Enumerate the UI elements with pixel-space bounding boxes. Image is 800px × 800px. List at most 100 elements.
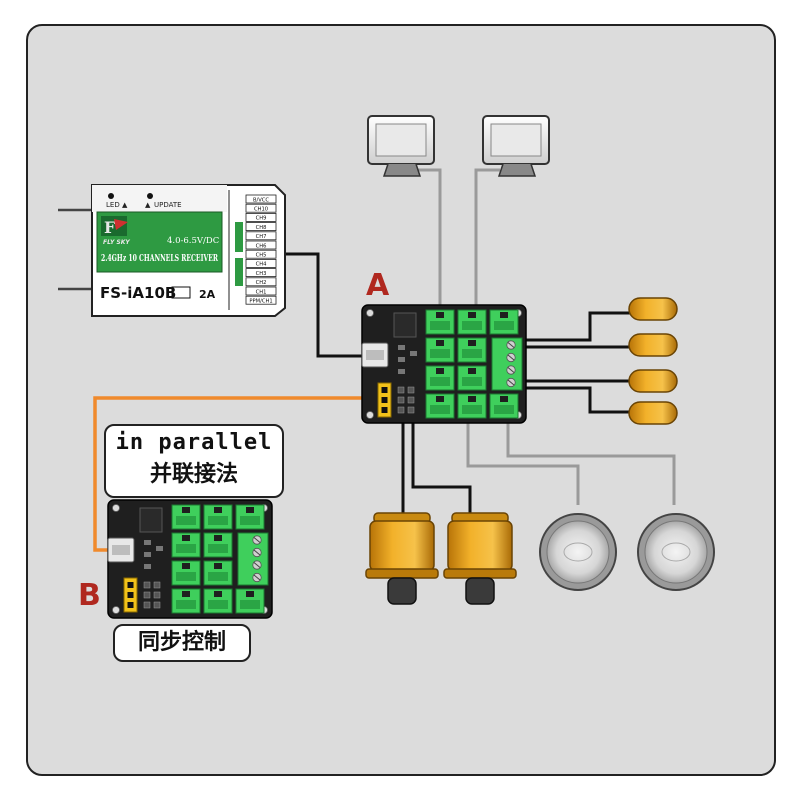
fog-light-2-lens: [644, 520, 708, 584]
receiver-port-slot: [245, 277, 277, 287]
board-b-pin: [153, 591, 161, 599]
board-a-connector-latch: [468, 340, 476, 346]
board-b-pin: [143, 601, 151, 609]
receiver-port-label: CH8: [256, 225, 267, 231]
certification-badge: [171, 286, 191, 299]
parallel-note-english: in parallel: [115, 430, 273, 455]
board-a-connector-latch: [468, 312, 476, 318]
beacon-1-mount: [387, 577, 417, 605]
board-b-connector-latch: [214, 591, 222, 597]
board-a-smd-part: [410, 351, 417, 356]
floodlight-1: [367, 115, 435, 177]
fog-light-1: [539, 513, 617, 591]
fog-light-1-lens: [546, 520, 610, 584]
controller-b-label: B: [78, 578, 101, 613]
led-label: LED: [106, 201, 120, 209]
receiver-port-label: CH9: [256, 216, 267, 222]
board-a-connector-socket: [462, 349, 482, 358]
receiver-port-slot: [245, 258, 277, 268]
board-a-connector-socket: [430, 377, 450, 386]
board-a-terminal-screw-slot: [507, 379, 515, 386]
receiver-port-slot: [245, 203, 277, 213]
receiver-current: 2A: [199, 288, 216, 301]
side-marker-1: [628, 297, 678, 321]
board-b-pin: [143, 591, 151, 599]
board-b-terminal-screw-slot: [253, 537, 261, 543]
beacon-1-base: [365, 568, 439, 579]
board-a-connector-latch: [500, 396, 508, 402]
board-b-terminal-screw-slot: [253, 549, 261, 556]
side-marker-lights: [628, 297, 678, 425]
board-b-pin: [143, 581, 151, 589]
wire-foglight-1: [466, 412, 580, 505]
board-b-smd-part: [144, 540, 151, 545]
board-b-connector-socket: [176, 600, 196, 609]
fog-light-2-reflector: [661, 542, 691, 562]
receiver-port-label: B/VCC: [253, 197, 269, 203]
board-a-connector-socket: [494, 405, 514, 414]
receiver-port-slot: [245, 268, 277, 278]
update-label: UPDATE: [154, 201, 182, 209]
receiver-port-slot: [245, 240, 277, 250]
board-a-connector-latch: [500, 312, 508, 318]
board-a-smd-part: [398, 369, 405, 374]
board-a-usb-slot: [366, 350, 384, 360]
board-a-input-pin: [381, 397, 388, 403]
beacon-2: [443, 512, 517, 605]
board-b-connector-socket: [208, 544, 228, 553]
board-b-connector-latch: [182, 563, 190, 569]
board-a-pin: [397, 396, 405, 404]
board-b-terminal-screw-slot: [253, 574, 261, 581]
board-b-usb-slot: [112, 545, 130, 555]
board-a-connector-socket: [494, 321, 514, 330]
receiver-port-label: CH2: [256, 280, 267, 286]
board-a-terminal-screw-slot: [507, 354, 515, 361]
side-marker-4: [628, 401, 678, 425]
fog-light-2: [637, 513, 715, 591]
sync-note: 同步控制: [113, 624, 251, 662]
board-b-smd-part: [144, 552, 151, 557]
receiver-port-label: CH5: [256, 253, 267, 259]
wire-parallel-link: [93, 396, 380, 552]
board-b-connector-latch: [214, 563, 222, 569]
wire-floodlight-2: [474, 168, 500, 318]
board-b-connector-latch: [214, 535, 222, 541]
receiver-port-list: B/VCCCH10CH9CH8CH7CH6CH5CH4CH3CH2CH1PPM/…: [245, 194, 277, 305]
board-a-mount-hole: [366, 411, 374, 419]
receiver-voltage: 4.0-6.5V/DC: [167, 236, 219, 246]
board-a-input-pin: [381, 407, 388, 413]
board-b-smd-part: [144, 564, 151, 569]
board-b-terminal-screw-slot: [253, 562, 261, 568]
board-a-pin: [407, 396, 415, 404]
board-a-connector-latch: [436, 368, 444, 374]
wire-marker-4: [524, 386, 632, 414]
board-b-connector-socket: [240, 600, 260, 609]
receiver-port-slot: [245, 295, 277, 305]
board-a-terminal-screw-slot: [507, 367, 515, 373]
parallel-note-chinese: 并联接法: [149, 462, 238, 487]
board-b-input-pin: [127, 582, 134, 588]
receiver-side-tab-2: [235, 258, 243, 286]
board-b-connector-socket: [208, 600, 228, 609]
board-a-pin: [407, 386, 415, 394]
board-b-pin: [153, 601, 161, 609]
side-marker-3: [628, 369, 678, 393]
side-marker-2: [628, 333, 678, 357]
board-a-connector-latch: [468, 368, 476, 374]
board-a-smd-part: [398, 345, 405, 350]
board-b-connector-latch: [182, 591, 190, 597]
board-a-connector-socket: [462, 321, 482, 330]
board-a-pin: [407, 406, 415, 414]
board-b-mount-hole: [112, 504, 120, 512]
board-a-connector-latch: [468, 396, 476, 402]
receiver-port-slot: [245, 222, 277, 232]
board-a-connector-socket: [462, 377, 482, 386]
board-a-smd-part: [398, 357, 405, 362]
receiver-port-slot: [245, 212, 277, 222]
receiver-model: FS-iA10B: [100, 284, 176, 302]
wire-receiver-to-a: [283, 252, 366, 358]
board-b-connector-socket: [208, 516, 228, 525]
board-b-input-pin: [127, 602, 134, 608]
board-a-mount-hole: [366, 309, 374, 317]
